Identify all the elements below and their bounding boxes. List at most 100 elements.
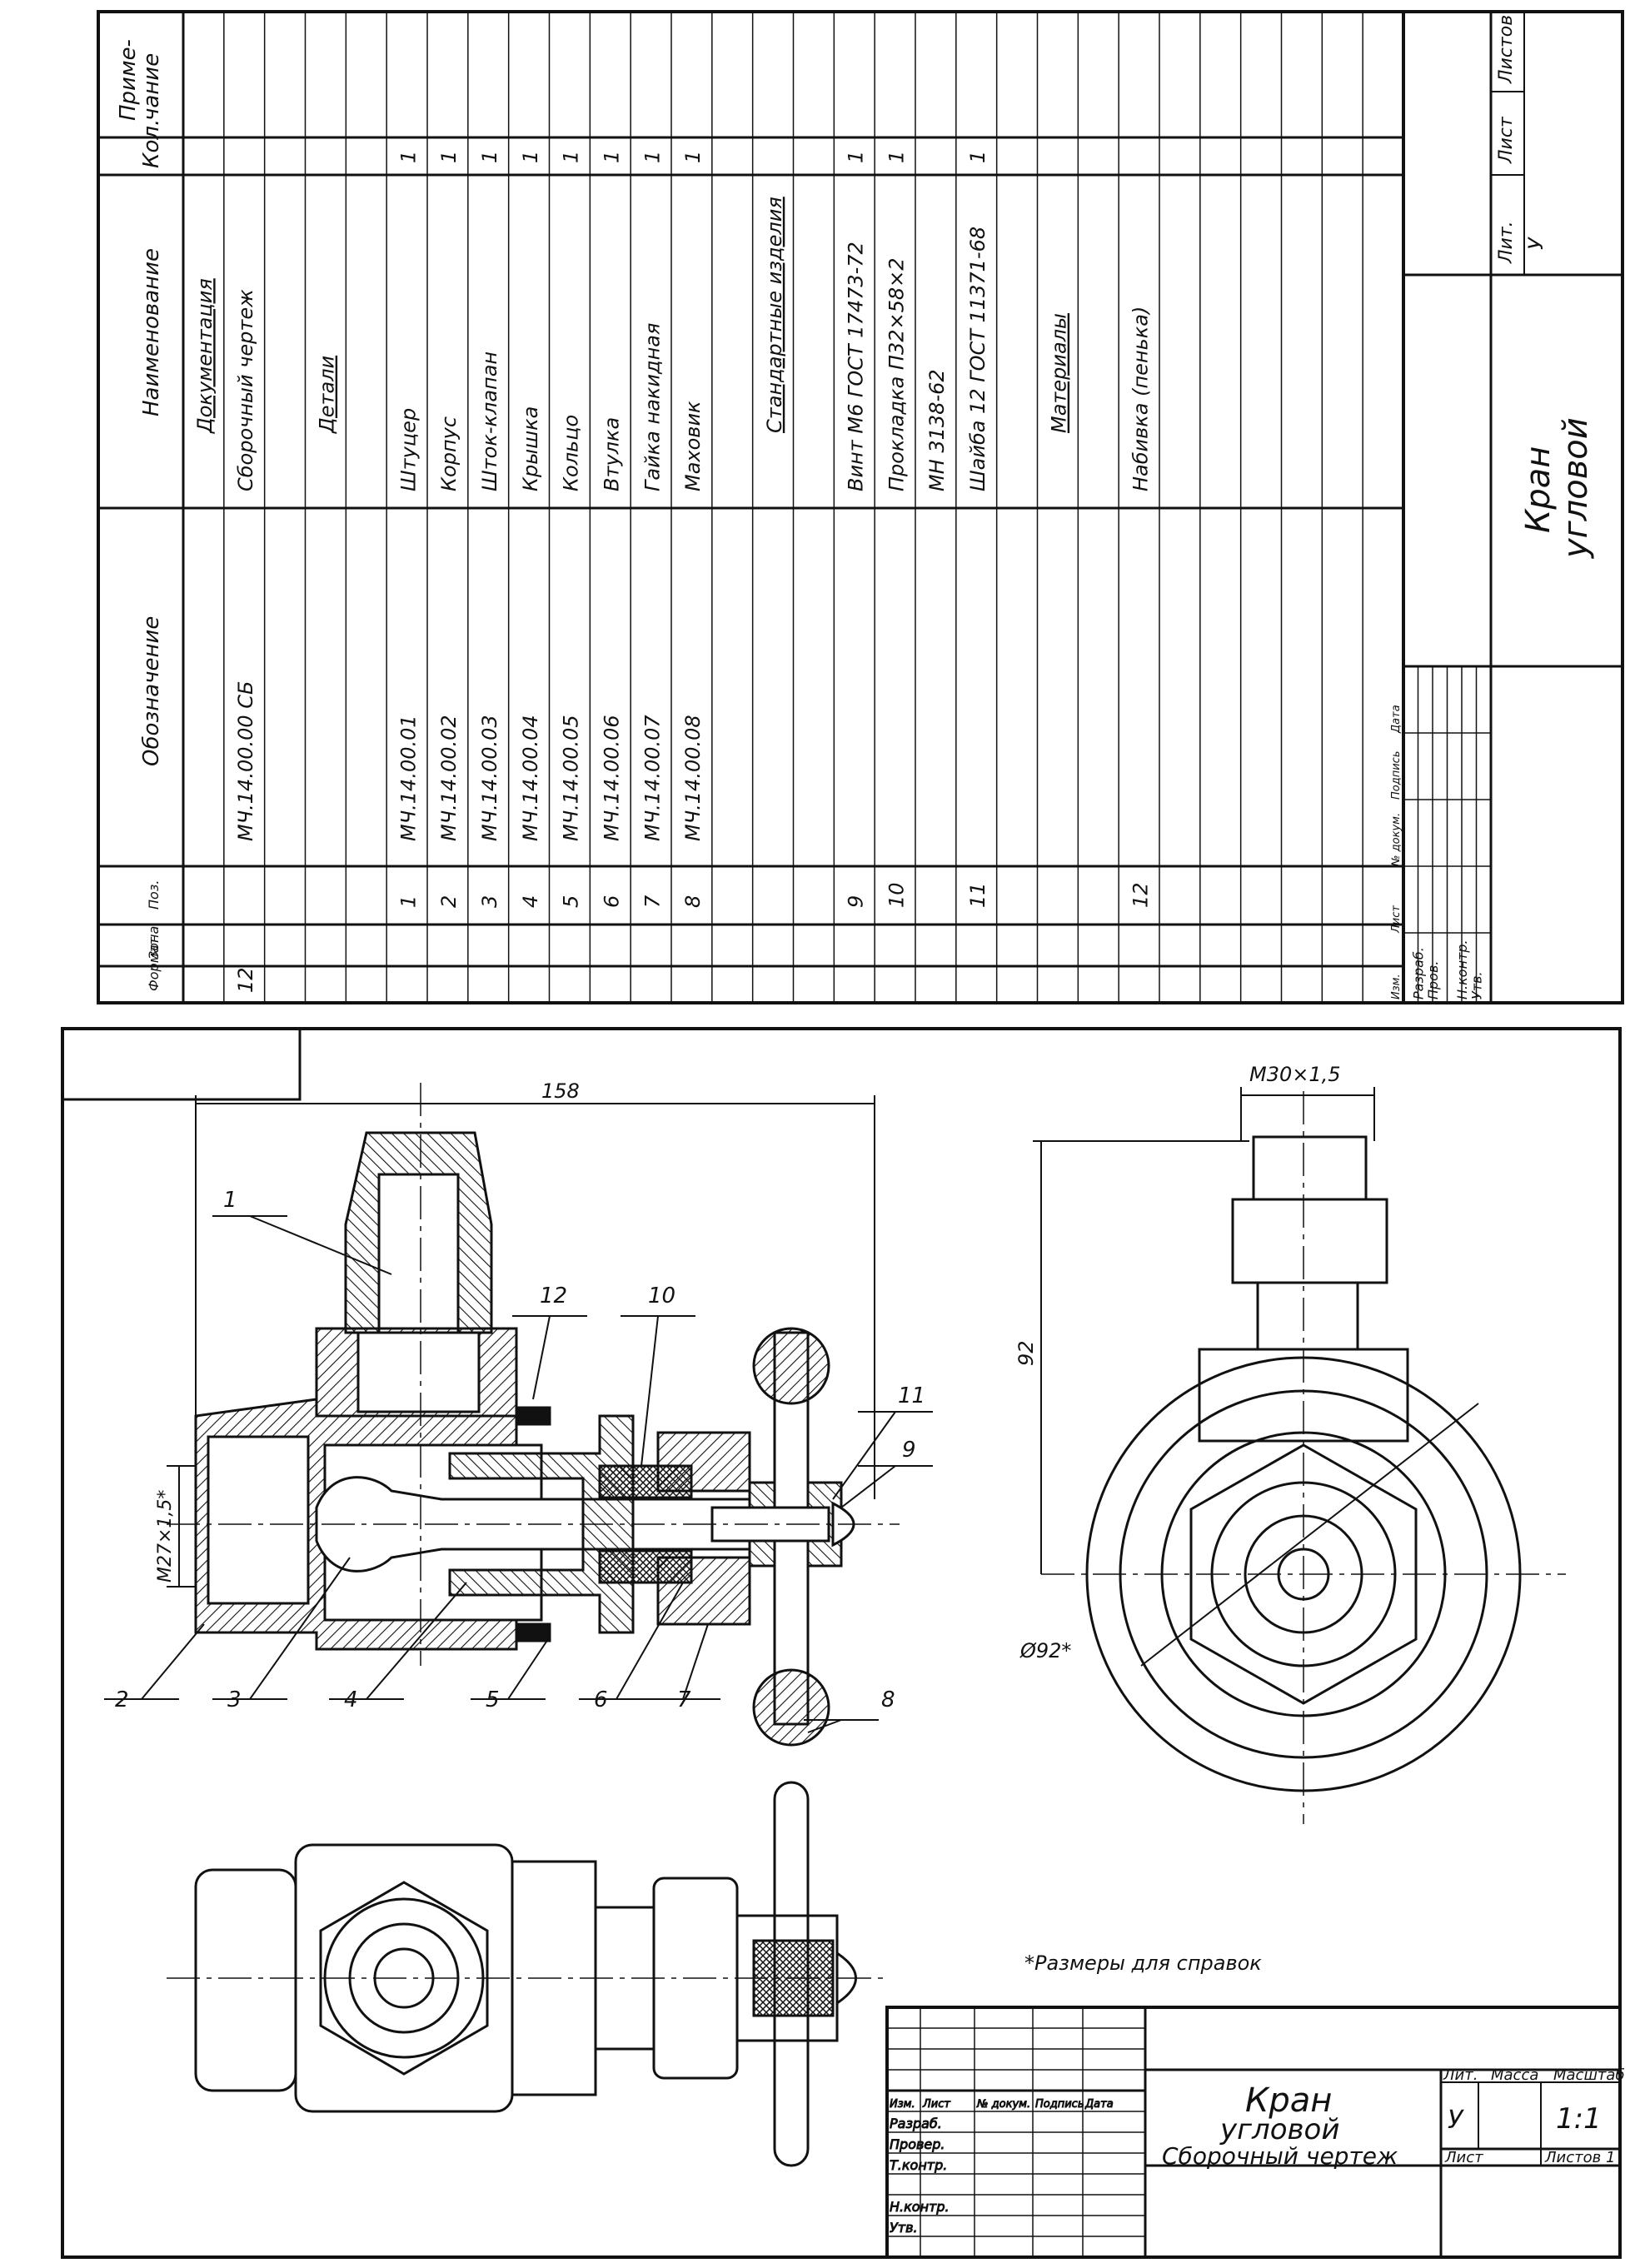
dim-overall-length: 158: [541, 1079, 580, 1103]
spec-cell-pos: 1: [396, 895, 420, 908]
callout-leader-5: [507, 1636, 551, 1700]
spec-cell-pos: 5: [560, 895, 583, 908]
dwg-tb-col-label: Дата: [1084, 2098, 1114, 2111]
spec-cell-pos: 9: [845, 895, 868, 908]
spec-cell-name: Штуцер: [396, 408, 420, 491]
spec-tb-role: Н.контр.: [1454, 940, 1470, 999]
front-section-view: [167, 1083, 900, 1747]
spec-cell-pos: 11: [966, 882, 989, 908]
spec-cell-name: Детали: [316, 356, 339, 434]
spec-cell-designation: МЧ.14.00.08: [681, 715, 705, 841]
callout-leader-8: [807, 1719, 842, 1733]
end-view: [1041, 1091, 1566, 1824]
spec-tb-col-label: Подпись: [1390, 751, 1403, 800]
spec-header-note: Приме-: [116, 39, 141, 121]
spec-tb-col-label: Изм.: [1390, 974, 1403, 999]
dwg-tb-col-label: Лист: [922, 2098, 950, 2111]
spec-cell-designation: МЧ.14.00.07: [641, 715, 664, 841]
spec-cell-name: Гайка накидная: [641, 323, 664, 491]
callout-leader-11: [832, 1411, 896, 1500]
spec-cell-designation: МЧ.14.00.05: [560, 715, 583, 841]
spec-tb-name-line2: угловой: [1557, 417, 1595, 559]
callout-label-7: 7: [677, 1687, 691, 1712]
spec-cell-name: Винт М6 ГОСТ 17473-72: [845, 242, 868, 491]
dwg-tb-role: Утв.: [890, 2220, 918, 2236]
dwg-tb-name-line2: угловой: [1219, 2113, 1339, 2146]
spec-cell-pos: 10: [885, 882, 908, 908]
spec-cell-qty: 1: [885, 151, 908, 163]
spec-cell-qty: 1: [519, 151, 542, 163]
spec-tb-role: Пров.: [1425, 961, 1441, 1000]
callout-leader-7: [682, 1623, 709, 1700]
spec-cell-pos: 3: [478, 895, 501, 908]
spec-cell-name: Набивка (пенька): [1129, 307, 1152, 491]
dwg-tb-role: Н.контр.: [890, 2199, 950, 2215]
dwg-tb-role: Разраб.: [890, 2116, 942, 2131]
spec-cell-qty: 1: [601, 151, 624, 163]
spec-cell-qty: 1: [560, 151, 583, 163]
callout-leader-3: [249, 1557, 351, 1700]
callout-label-8: 8: [881, 1687, 895, 1712]
spec-tb-role: Разраб.: [1411, 947, 1427, 999]
spec-header-note: чание: [139, 53, 164, 121]
callout-leader-2: [141, 1623, 205, 1700]
dim-height: 92: [1014, 1340, 1038, 1366]
spec-tb-col-label: № докум.: [1390, 813, 1403, 867]
spec-header-name: Наименование: [139, 248, 164, 416]
dim-thread-left: M27×1,5*: [155, 1490, 176, 1583]
spec-cell-qty: 1: [641, 151, 664, 163]
dwg-tb-name-line1: Кран: [1245, 2081, 1332, 2120]
callout-leader-10: [641, 1315, 659, 1467]
dwg-tb-lit-value: У: [1448, 2106, 1464, 2135]
spec-tb-sheets: Листов: [1496, 15, 1517, 84]
spec-cell-qty: 1: [478, 151, 501, 163]
callout-label-6: 6: [594, 1687, 608, 1712]
spec-cell-designation: МЧ.14.00.01: [396, 715, 420, 841]
dim-thread-top: M30×1,5: [1249, 1063, 1341, 1086]
side-view: [167, 1781, 883, 2167]
dwg-tb-role: Т.контр.: [890, 2157, 947, 2173]
dwg-tb-col-label: Изм.: [890, 2098, 915, 2111]
spec-cell-designation: МЧ.14.00.04: [519, 715, 542, 841]
callout-label-2: 2: [115, 1687, 129, 1712]
spec-cell-name: Кольцо: [560, 415, 583, 491]
dim-diameter: Ø92*: [1019, 1639, 1071, 1662]
dwg-tb-role: Провер.: [890, 2136, 945, 2152]
callout-label-10: 10: [648, 1284, 675, 1308]
spec-cell-pos: 12: [1129, 882, 1152, 908]
callout-label-12: 12: [540, 1284, 567, 1308]
spec-cell-name: Шайба 12 ГОСТ 11371-68: [966, 227, 989, 491]
callout-label-4: 4: [344, 1687, 358, 1712]
spec-cell-pos: 8: [681, 895, 705, 908]
spec-cell-name: Шток-клапан: [478, 351, 501, 491]
spec-header-format: Формат: [146, 936, 162, 991]
spec-tb-col-label: Дата: [1390, 705, 1403, 734]
callout-label-5: 5: [486, 1687, 500, 1712]
spec-header-pos: Поз.: [146, 880, 162, 910]
spec-cell-pos: 4: [519, 895, 542, 908]
front-view-dimensions: [167, 1095, 875, 1588]
spec-cell-format: 12: [234, 967, 257, 993]
callout-label-11: 11: [898, 1383, 925, 1408]
spec-tb-lit-value: У: [1524, 237, 1548, 250]
spec-cell-designation: МЧ.14.00.02: [437, 715, 461, 841]
spec-cell-pos: 7: [641, 895, 664, 908]
dwg-tb-col-label: № докум.: [976, 2098, 1030, 2111]
spec-cell-pos: 6: [601, 895, 624, 908]
spec-cell-name: Стандартные изделия: [763, 197, 786, 433]
dwg-tb-col-label: Подпись: [1035, 2098, 1084, 2111]
end-view-dimensions: [1033, 1087, 1375, 1574]
spec-cell-name: Маховик: [681, 401, 705, 491]
spec-tb-col-label: Лист: [1390, 905, 1403, 934]
dwg-tb-sheets: Листов 1: [1544, 2149, 1615, 2166]
dwg-tb-scale: Масштаб: [1553, 2066, 1625, 2084]
callout-label-3: 3: [227, 1687, 242, 1712]
spec-cell-qty: 1: [437, 151, 461, 163]
dwg-tb-name-line3: Сборочный чертеж: [1162, 2142, 1398, 2170]
dwg-tb-mass: Масса: [1491, 2066, 1538, 2084]
dwg-tb-scale-value: 1:1: [1556, 2102, 1602, 2136]
callout-leader-1: [249, 1215, 392, 1275]
